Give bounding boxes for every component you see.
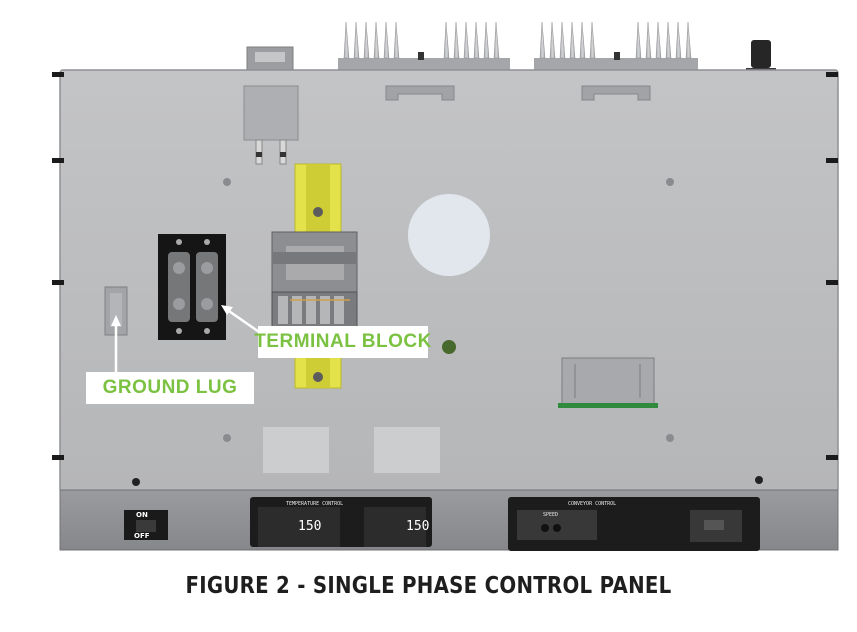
mounting-holes: [132, 178, 763, 486]
temp-display-1-frame: [258, 507, 340, 547]
ground-lug-arrow: [111, 315, 121, 372]
green-indicator-light: [442, 340, 456, 354]
contactor-relay: [243, 85, 299, 165]
temperature-control: [250, 497, 432, 547]
conveyor-control: [508, 497, 760, 551]
terminal-block: [271, 231, 358, 329]
heat-sink-right: [534, 21, 698, 70]
top-handle: [246, 46, 294, 73]
mounting-plate-left: [263, 427, 329, 473]
power-switch[interactable]: [124, 510, 168, 540]
sink-brackets: [385, 85, 651, 101]
circuit-board: [558, 357, 658, 408]
heat-sink-left: [338, 21, 510, 70]
terminal-block-callout: TERMINAL BLOCK: [254, 326, 431, 358]
fuse-holder: [158, 234, 226, 340]
ground-lug: [104, 286, 128, 336]
ground-lug-callout: GROUND LUG: [86, 372, 254, 404]
terminal-block-arrow: [221, 305, 263, 336]
figure-caption: FIGURE 2 - SINGLE PHASE CONTROL PANEL: [185, 573, 672, 599]
temp-display-2-frame: [364, 507, 426, 547]
top-knob: [746, 40, 776, 74]
round-fan-cutout: [408, 194, 490, 276]
mounting-plate-right: [374, 427, 440, 473]
side-screws: [52, 72, 838, 460]
